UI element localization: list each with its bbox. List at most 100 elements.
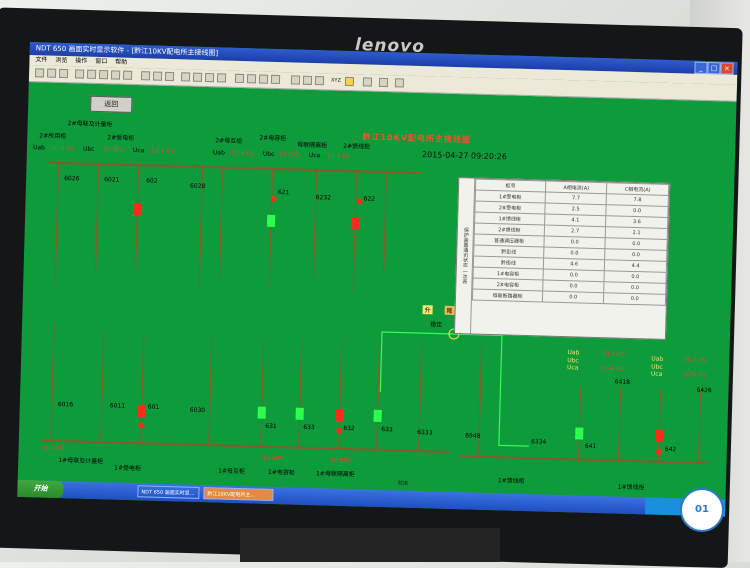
single-line-diagram: 返回 黔江10KV配电所主接线图 2015-04-27 09:20:26 <box>18 82 737 500</box>
bus-reading: Uab <box>32 144 45 152</box>
export-icon[interactable] <box>394 78 405 88</box>
right-bus-value: 10.3 KV <box>601 350 625 358</box>
alarm-icon[interactable] <box>344 76 355 87</box>
cabinet-label: 1#电容柜 <box>267 468 295 477</box>
bottom-feeders <box>50 322 702 463</box>
right-bus-sub: 10.4 KV <box>600 365 625 373</box>
breaker-621 <box>266 214 276 227</box>
switch-id: 6016 <box>57 400 74 409</box>
cell: 0.0 <box>542 290 605 304</box>
zoom-in-icon[interactable] <box>152 71 163 81</box>
line-icon[interactable] <box>246 74 257 84</box>
refresh-icon[interactable] <box>192 72 203 82</box>
bus-reading: 10.9 KV <box>150 147 175 156</box>
menu-file[interactable]: 文件 <box>35 56 48 64</box>
measure-icon[interactable] <box>270 74 281 85</box>
status-text: 就绪 <box>397 480 408 487</box>
menu-help[interactable]: 帮助 <box>115 58 128 66</box>
switch-id: 6334 <box>530 438 547 446</box>
switch-id: 6011 <box>109 402 126 410</box>
grid-icon[interactable] <box>216 73 227 83</box>
transformer-state: 稳定 <box>430 321 443 329</box>
monitor-stand <box>240 528 500 562</box>
switch-id: 6232 <box>315 194 332 202</box>
cabinet-label: 2#受电柜 <box>107 134 135 143</box>
switch-id: 6026 <box>64 175 80 183</box>
bus-reading: 10.9 KV <box>230 149 255 158</box>
window-icon[interactable] <box>378 77 389 88</box>
pan-icon[interactable] <box>180 72 191 82</box>
start-button[interactable]: 开始 <box>17 479 64 499</box>
transformer-link <box>379 331 529 447</box>
maximize-button[interactable]: □ <box>707 61 721 75</box>
cabinet-label: 2#馈线柜 <box>343 142 371 151</box>
screen: NDT 650 画面实时显示软件 - [黔江10KV配电所主接线图] _ □ ×… <box>17 42 738 517</box>
right-bus-label: Uab <box>651 355 664 363</box>
switch-id: 641 <box>584 442 597 451</box>
menu-view[interactable]: 浏览 <box>55 56 68 65</box>
pointer-icon[interactable] <box>140 71 151 81</box>
switch-id: 631 <box>265 422 277 431</box>
bus-reading: Ubc <box>82 145 95 153</box>
open-icon[interactable] <box>46 68 57 78</box>
taskbar-item[interactable]: NDT 650 画面实时显... <box>137 485 200 499</box>
breaker-641 <box>575 427 584 440</box>
switch-id: 6028 <box>189 182 206 191</box>
switch-id: 621 <box>277 189 290 197</box>
cabinet-label: 1#馈线柜 <box>497 477 525 486</box>
asset-sticker: 01 <box>680 488 724 532</box>
cabinet-label: 2#母互柜 <box>215 137 243 146</box>
new-icon[interactable] <box>34 68 45 78</box>
print-icon[interactable] <box>74 69 85 79</box>
zoom-out-icon[interactable] <box>164 71 175 82</box>
settings-icon[interactable] <box>362 77 373 87</box>
save-icon[interactable] <box>58 68 69 79</box>
breaker-642 <box>655 429 664 442</box>
link-icon[interactable] <box>302 75 313 85</box>
wiring-svg <box>40 161 709 465</box>
cabinet-label: 1#受电柜 <box>113 464 142 473</box>
right-bus-value: 10.5 KV <box>683 356 707 365</box>
cabinet-label: 1#母互柜 <box>217 467 246 476</box>
switch-id: 6948 <box>465 432 481 440</box>
bus-reading: 10.9KV <box>102 146 125 154</box>
switch-id: 601 <box>147 403 160 411</box>
bus-reading: 10.9 KV <box>50 144 75 153</box>
menu-operate[interactable]: 操作 <box>75 57 88 65</box>
breakers <box>133 203 664 442</box>
bus-reading: Ubc <box>262 150 275 158</box>
right-bus-sub: Uca <box>566 364 579 372</box>
bus-reading: 10.9 KV <box>326 152 351 161</box>
preview-icon[interactable] <box>86 69 97 79</box>
right-bus-label: Uab <box>567 349 580 357</box>
switch-id: 6418 <box>614 378 631 386</box>
move-icon[interactable] <box>290 75 301 85</box>
copy-icon[interactable] <box>110 70 121 80</box>
taskbar-item-active[interactable]: 黔江10KV配电所主... <box>203 487 274 502</box>
switch-id: 602 <box>146 177 158 185</box>
switch-id: 6333 <box>417 429 433 437</box>
tap-down-button[interactable]: 降 <box>444 305 455 316</box>
text-icon[interactable] <box>234 73 245 84</box>
bus-reading: 10.6KV <box>262 454 284 463</box>
zoom-label[interactable]: XYZ <box>330 77 341 84</box>
layer-icon[interactable] <box>204 72 215 83</box>
close-button[interactable]: × <box>720 62 734 75</box>
check-icon[interactable] <box>314 76 325 86</box>
paste-icon[interactable] <box>122 70 133 80</box>
rect-icon[interactable] <box>258 74 269 84</box>
cabinet-label: 2#母联及计量柜 <box>67 120 113 129</box>
breaker-631 <box>257 406 266 419</box>
minimize-button[interactable]: _ <box>694 61 708 74</box>
right-bus-bar <box>458 455 709 465</box>
switch-id: 6426 <box>696 386 712 395</box>
switch-id: 632 <box>343 424 355 433</box>
bus-reading: Uca <box>132 146 145 155</box>
cell: 0.0 <box>603 292 666 306</box>
top-feeders <box>54 162 388 292</box>
tap-up-button[interactable]: 升 <box>422 305 433 315</box>
cut-icon[interactable] <box>98 70 109 80</box>
menu-window[interactable]: 窗口 <box>95 57 108 66</box>
